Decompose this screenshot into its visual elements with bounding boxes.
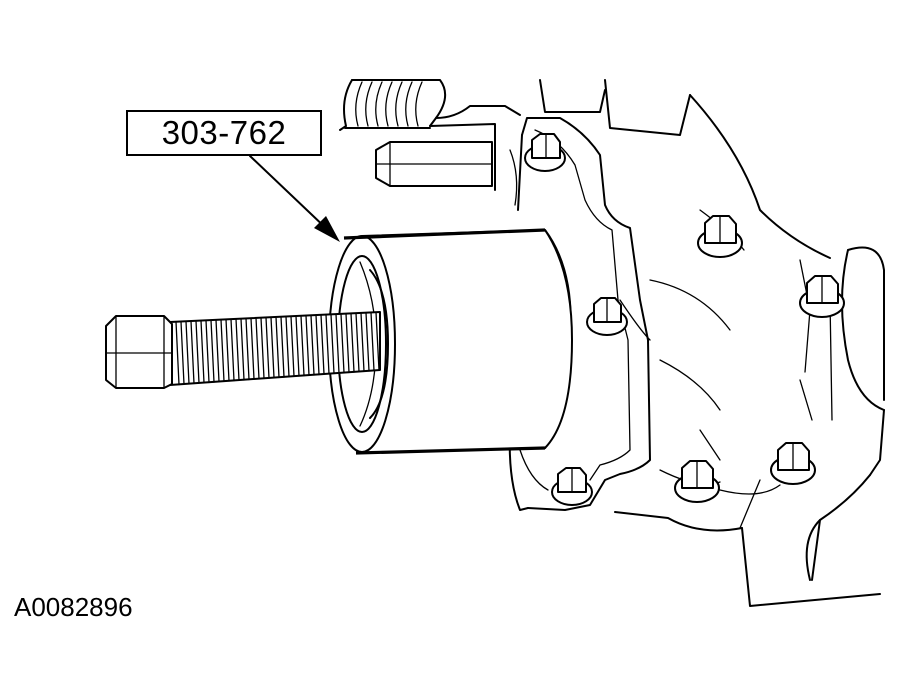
bolt-6 — [770, 442, 816, 485]
screw-thread — [290, 315, 295, 378]
screw-thread — [375, 311, 380, 371]
screw-thread — [230, 318, 235, 382]
screw-thread — [210, 319, 215, 383]
bolt-4 — [586, 297, 628, 336]
screw-thread — [370, 311, 375, 372]
screw-thread — [180, 320, 185, 385]
screw-thread — [215, 319, 220, 383]
bolt-5 — [674, 460, 720, 503]
forcing-screw — [105, 311, 381, 389]
screw-thread — [305, 314, 310, 376]
screw-thread — [330, 313, 335, 375]
pulley-belt — [339, 79, 521, 191]
screw-thread — [255, 317, 260, 380]
screw-thread — [295, 315, 300, 377]
screw-thread — [265, 316, 270, 379]
screw-thread — [285, 315, 290, 378]
screw-thread — [275, 316, 280, 379]
screw-thread — [245, 317, 250, 381]
bolt-3 — [799, 275, 845, 318]
tool-number-callout: 303-762 — [126, 110, 322, 156]
screw-thread — [320, 314, 325, 375]
screw-thread — [195, 320, 200, 384]
callout-leader-arrow — [249, 155, 340, 242]
screw-thread — [365, 312, 370, 372]
figure-id-label: A0082896 — [14, 592, 133, 622]
screw-thread — [175, 321, 180, 386]
screw-thread — [220, 318, 225, 383]
screw-thread — [270, 316, 275, 379]
screw-thread — [240, 317, 245, 381]
screw-thread — [225, 318, 230, 382]
screw-thread — [335, 313, 340, 374]
screw-thread — [235, 318, 240, 381]
screw-thread — [340, 313, 345, 374]
screw-thread — [360, 312, 365, 373]
screw-thread — [185, 320, 190, 385]
screw-thread — [200, 319, 205, 384]
screw-thread — [190, 320, 195, 385]
screw-thread — [315, 314, 320, 376]
screw-thread — [325, 313, 330, 375]
screw-thread — [260, 317, 265, 380]
bolt-7 — [551, 467, 593, 506]
tool-number-label: 303-762 — [161, 114, 287, 151]
screw-thread — [350, 312, 355, 373]
screw-thread — [310, 314, 315, 376]
hex-shaft — [375, 141, 493, 187]
screw-thread — [300, 315, 305, 377]
screw-thread — [345, 312, 350, 374]
bolt-1 — [524, 133, 566, 172]
screw-thread — [250, 317, 255, 380]
screw-thread — [280, 316, 285, 378]
bolt-2 — [697, 215, 743, 258]
screw-thread — [205, 319, 210, 384]
screw-thread — [355, 312, 360, 373]
